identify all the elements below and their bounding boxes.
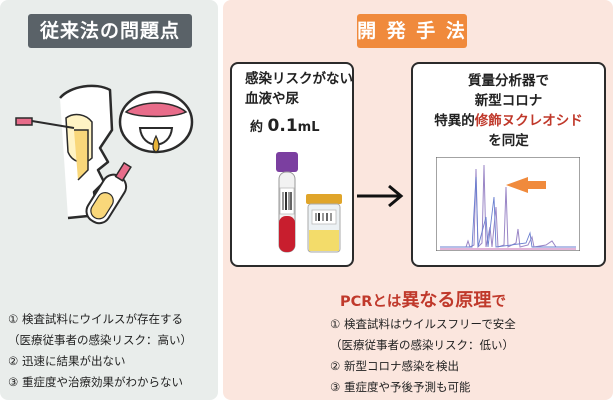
sample-line-1: 感染リスクがない bbox=[245, 71, 353, 87]
left-panel-title: 従来法の問題点 bbox=[28, 14, 192, 48]
list-item: ② 新型コロナ感染を検出 bbox=[330, 359, 459, 373]
list-item: （医療従事者の感染リスク：高い） bbox=[8, 333, 192, 347]
analysis-line-2: 新型コロナ bbox=[474, 93, 543, 109]
conventional-sampling-illustration bbox=[15, 84, 194, 225]
principle-statement: PCRとは異なる原理で bbox=[340, 286, 506, 312]
analysis-line-4: を同定 bbox=[488, 133, 529, 149]
principle-prefix: PCRとは bbox=[340, 294, 402, 310]
method-advantages-list: ① 検査試料はウイルスフリーで安全 （医療従事者の感染リスク：低い） ② 新型コ… bbox=[330, 314, 516, 398]
list-item: ③ 重症度や治療効果がわからない bbox=[8, 375, 183, 389]
list-item: ② 迅速に結果が出ない bbox=[8, 354, 126, 368]
analysis-line-3-a: 特異的 bbox=[434, 113, 475, 129]
analysis-line-1: 質量分析器で bbox=[468, 73, 549, 89]
list-item: （医療従事者の感染リスク：低い） bbox=[330, 338, 514, 352]
volume-value: 0.1 bbox=[267, 116, 298, 136]
modified-nucleoside-label: 修飾ヌクレオシド bbox=[474, 113, 583, 129]
right-panel-title: 開 発 手 法 bbox=[357, 14, 467, 48]
arrow-right-icon bbox=[357, 184, 404, 208]
principle-emphasis: 異なる原理 bbox=[401, 290, 492, 311]
sample-volume: 約 0.1mL bbox=[250, 116, 320, 136]
blood-and-urine-tubes-illustration bbox=[276, 152, 342, 253]
analysis-line-3: 特異的修飾ヌクレオシド bbox=[411, 112, 606, 131]
volume-prefix: 約 bbox=[250, 120, 264, 135]
list-item: ① 検査試料にウイルスが存在する bbox=[8, 312, 183, 326]
sample-line-2: 血液や尿 bbox=[245, 91, 299, 107]
list-item: ③ 重症度や予後予測も可能 bbox=[330, 380, 471, 394]
volume-unit: mL bbox=[297, 120, 320, 135]
mass-spectrum-chart-illustration bbox=[436, 157, 580, 251]
conventional-problems-list: ① 検査試料にウイルスが存在する （医療従事者の感染リスク：高い） ② 迅速に結… bbox=[8, 309, 218, 393]
list-item: ① 検査試料はウイルスフリーで安全 bbox=[330, 317, 516, 331]
principle-suffix: で bbox=[491, 294, 506, 310]
